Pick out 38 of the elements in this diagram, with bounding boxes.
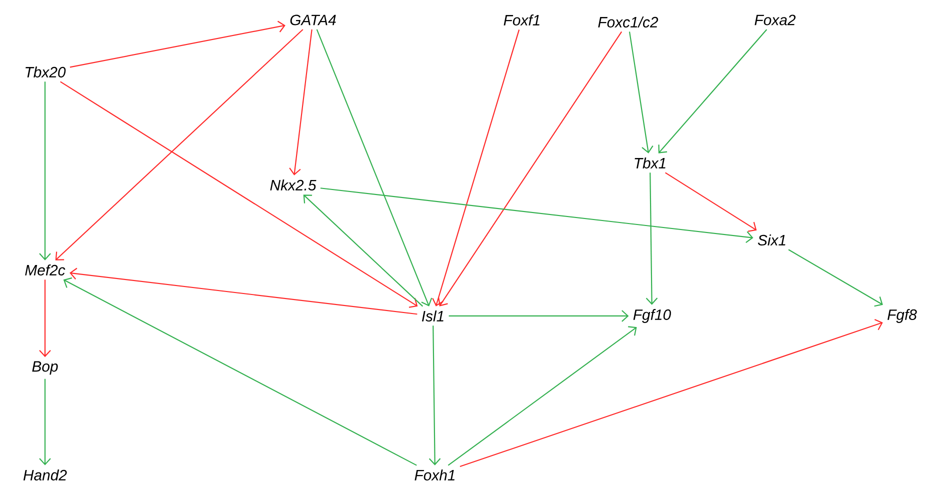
gene-label: Mef2c	[25, 264, 66, 276]
arrow	[646, 172, 658, 305]
gene-label: Nkx2.5	[270, 180, 316, 190]
arrow	[448, 326, 637, 466]
arrow	[432, 30, 520, 306]
arrow	[289, 29, 312, 176]
arrow	[788, 249, 883, 307]
arrow	[460, 318, 883, 468]
arrow	[70, 20, 286, 68]
gene-label: Isl1	[422, 310, 444, 322]
arrow	[63, 277, 417, 466]
arrow	[60, 81, 418, 308]
arrow	[438, 31, 622, 306]
gene-label: Tbx1	[634, 158, 666, 168]
arrow	[448, 310, 629, 322]
gene-label: Foxf1	[504, 14, 540, 26]
gene-label: Fgf8	[888, 309, 917, 323]
arrow	[55, 29, 304, 260]
arrow	[70, 268, 418, 315]
gene-label: Tbx20	[26, 66, 66, 78]
arrow	[39, 280, 51, 358]
arrow	[628, 32, 654, 154]
arrow	[320, 188, 754, 243]
gene-label: GATA4	[290, 14, 336, 26]
arrow	[658, 29, 768, 154]
gene-label: Foxc1/c2	[598, 16, 658, 28]
arrow	[428, 326, 441, 466]
gene-label: Hand2	[23, 470, 67, 480]
arrow	[39, 378, 51, 466]
arrow	[316, 29, 432, 306]
gene-label: Foxa2	[754, 14, 796, 26]
gene-label: Bop	[32, 361, 58, 375]
arrow	[39, 82, 51, 260]
gene-label: Foxh1	[414, 470, 454, 480]
gene-label: Fgf10	[633, 309, 671, 323]
arrow	[665, 172, 757, 232]
gene-label: Six1	[758, 234, 786, 246]
arrow	[303, 194, 424, 307]
